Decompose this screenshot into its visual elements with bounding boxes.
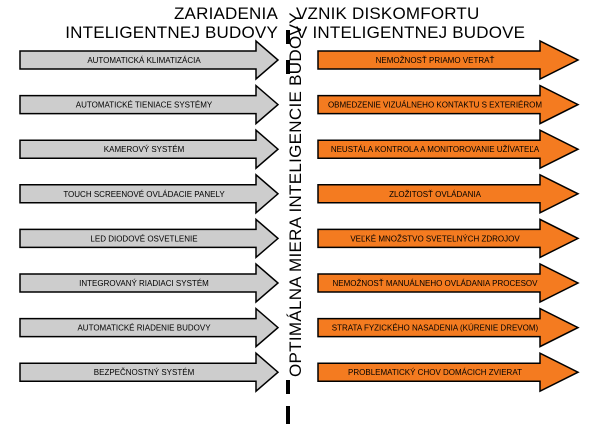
divider-dash bbox=[286, 60, 290, 74]
right-arrow-label: NEMOŽNOSŤ PRIAMO VETRAŤ bbox=[376, 56, 495, 65]
right-arrow bbox=[317, 173, 580, 215]
left-arrow bbox=[19, 128, 280, 170]
left-arrow bbox=[19, 39, 280, 81]
left-header-line-1: ZARIADENIA bbox=[173, 4, 278, 23]
right-arrow-label: STRATA FYZICKÉHO NASADENIA (KÚRENIE DREV… bbox=[332, 324, 539, 333]
left-arrow-label: KAMEROVÝ SYSTÉM bbox=[104, 145, 185, 154]
left-arrow-label: AUTOMATICKÉ RIADENIE BUDOVY bbox=[77, 324, 211, 333]
right-arrow-label: VEĽKÉ MNOŽSTVO SVETELNÝCH ZDROJOV bbox=[350, 234, 520, 243]
left-arrow bbox=[19, 217, 280, 260]
left-arrow-label: LED DIODOVÉ OSVETLENIE bbox=[90, 234, 197, 243]
left-header-line-2: INTELIGENTNEJ BUDOVY bbox=[65, 23, 278, 42]
left-arrow-label: AUTOMATICKÁ KLIMATIZÁCIA bbox=[87, 56, 201, 65]
right-header-line-1: VZNIK DISKOMFORTU bbox=[296, 4, 480, 23]
left-arrow-label: INTEGROVANÝ RIADIACI SYSTÉM bbox=[79, 279, 209, 288]
divider-dash bbox=[286, 30, 290, 44]
divider-dash bbox=[286, 406, 290, 424]
right-arrow-label: ZLOŽITOSŤ OVLÁDANIA bbox=[389, 190, 482, 199]
left-arrow bbox=[19, 306, 280, 349]
left-arrow bbox=[19, 83, 280, 126]
right-header-line-2: V INTELIGENTNEJ BUDOVE bbox=[296, 23, 526, 42]
right-arrow-label: NEUSTÁLA KONTROLA A MONITOROVANIE UŽÍVAT… bbox=[331, 145, 540, 154]
right-arrow bbox=[317, 351, 580, 393]
right-arrow-label: OBMEDZENIE VIZUÁLNEHO KONTAKTU S EXTERIÉ… bbox=[328, 101, 542, 110]
left-arrow bbox=[19, 351, 280, 393]
right-arrow bbox=[317, 262, 580, 304]
left-column-header: ZARIADENIA INTELIGENTNEJ BUDOVY bbox=[0, 4, 278, 42]
left-arrow bbox=[19, 173, 280, 215]
left-arrow-label: BEZPEČNOSTNÝ SYSTÉM bbox=[94, 368, 195, 377]
left-arrow-label: AUTOMATICKÉ TIENIACE SYSTÉMY bbox=[76, 101, 213, 110]
divider-dash bbox=[286, 380, 290, 394]
right-arrow-label: NEMOŽNOSŤ MANUÁLNEHO OVLÁDANIA PROCESOV bbox=[333, 279, 539, 288]
optimal-intelligence-label: OPTIMÁLNA MIERA INTELIGENCIE BUDOVY bbox=[286, 12, 305, 377]
left-arrow bbox=[19, 262, 280, 304]
right-column-header: VZNIK DISKOMFORTU V INTELIGENTNEJ BUDOVE bbox=[296, 4, 596, 42]
right-arrow bbox=[317, 307, 580, 348]
right-arrow bbox=[317, 218, 580, 259]
left-arrow-label: TOUCH SCREENOVÉ OVLÁDACIE PANELY bbox=[63, 190, 225, 199]
right-arrow bbox=[317, 39, 580, 81]
right-arrow bbox=[317, 128, 580, 170]
right-arrow bbox=[317, 84, 580, 125]
right-arrow-label: PROBLEMATICKÝ CHOV DOMÁCICH ZVIERAT bbox=[348, 368, 522, 377]
